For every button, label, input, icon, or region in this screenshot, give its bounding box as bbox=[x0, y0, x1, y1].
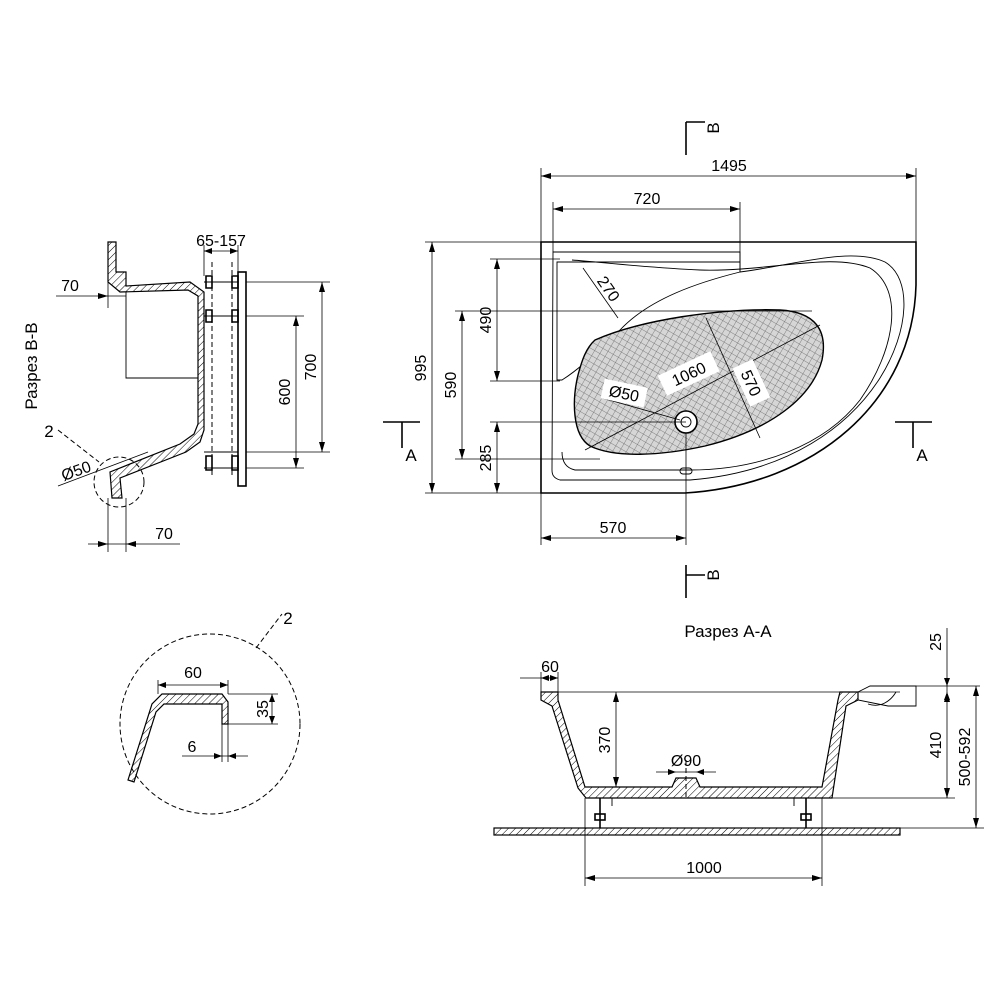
plan-corner-radius-line bbox=[582, 267, 619, 319]
detail2-circle bbox=[119, 633, 301, 815]
aa-drain-label: Ø90 bbox=[671, 753, 701, 770]
plan-basin-cross-axis bbox=[705, 317, 761, 439]
bb-wall bbox=[237, 271, 247, 487]
plan-width-total-label: 1495 bbox=[711, 158, 747, 175]
bb-top-flange-label: 70 bbox=[61, 278, 79, 295]
bb-tub-profile bbox=[107, 241, 205, 499]
bb-height-700-label: 700 bbox=[303, 354, 320, 381]
plan-basin-long-axis bbox=[584, 324, 821, 451]
bb-height-600-label: 600 bbox=[277, 379, 294, 406]
detail2-profile bbox=[127, 693, 229, 783]
mark-b-bottom: В bbox=[704, 569, 723, 580]
plan-inner-wall bbox=[561, 259, 893, 471]
mark-a-left: А bbox=[405, 446, 417, 465]
aa-bottom-length-label: 1000 bbox=[686, 860, 722, 877]
section-aa-title: Разрез А-А bbox=[684, 622, 772, 641]
aa-total-height-label: 500-592 bbox=[957, 728, 974, 787]
aa-depth-370-label: 370 bbox=[597, 727, 614, 754]
section-aa: Разрез А-А 60 370 Ø90 bbox=[493, 622, 984, 886]
section-bb: Разрез В-В 2 Ø50 70 65-157 bbox=[22, 233, 330, 552]
plan-depth-total-label: 995 bbox=[413, 355, 430, 382]
detail2-wall-label: 6 bbox=[188, 739, 197, 756]
bb-leg-offset-label: 65-157 bbox=[196, 233, 246, 250]
plan-basin bbox=[573, 309, 824, 455]
plan-dim-285-label: 285 bbox=[478, 445, 495, 472]
plan-outer-contour bbox=[540, 241, 917, 494]
aa-height-410-label: 410 bbox=[928, 732, 945, 759]
bb-detail-circle bbox=[93, 456, 145, 508]
section-bb-title: Разрез В-В bbox=[22, 322, 41, 409]
plan-corner-radius-label: 270 bbox=[593, 274, 622, 306]
detail2-rim-height-label: 35 bbox=[255, 700, 272, 718]
plan-top-inner-label: 720 bbox=[634, 191, 661, 208]
aa-tub-profile bbox=[540, 691, 859, 799]
aa-rim-60-label: 60 bbox=[541, 659, 559, 676]
aa-floor bbox=[493, 827, 901, 836]
plan-bottom-drain-label: 570 bbox=[600, 520, 627, 537]
plan-drain-leader bbox=[601, 397, 681, 421]
plan-dimensions: 1495 720 995 590 490 285 570 bbox=[413, 158, 917, 545]
section-marks: В В А А bbox=[383, 121, 932, 598]
mark-b-top: В bbox=[704, 122, 723, 133]
detail2-rim-width-label: 60 bbox=[184, 665, 202, 682]
plan-view: 1060 570 Ø50 270 bbox=[540, 241, 917, 494]
bb-wall-brackets bbox=[204, 281, 238, 469]
plan-inner-rim bbox=[551, 251, 905, 481]
mark-a-right: А bbox=[916, 446, 928, 465]
plan-dim-490-label: 490 bbox=[478, 307, 495, 334]
bb-detail-ref: 2 bbox=[44, 422, 53, 441]
bb-drain-label: Ø50 bbox=[59, 459, 93, 485]
bb-bottom-70-label: 70 bbox=[155, 526, 173, 543]
plan-corner-seat bbox=[556, 261, 741, 381]
aa-right-seat bbox=[857, 685, 917, 707]
plan-drain-label: Ø50 bbox=[607, 383, 640, 406]
aa-rim-25-label: 25 bbox=[928, 633, 945, 651]
detail2-ref: 2 bbox=[283, 609, 292, 628]
detail-2: 2 60 35 6 bbox=[119, 609, 301, 815]
plan-depth-inner-label: 590 bbox=[443, 372, 460, 399]
aa-legs bbox=[594, 798, 812, 828]
